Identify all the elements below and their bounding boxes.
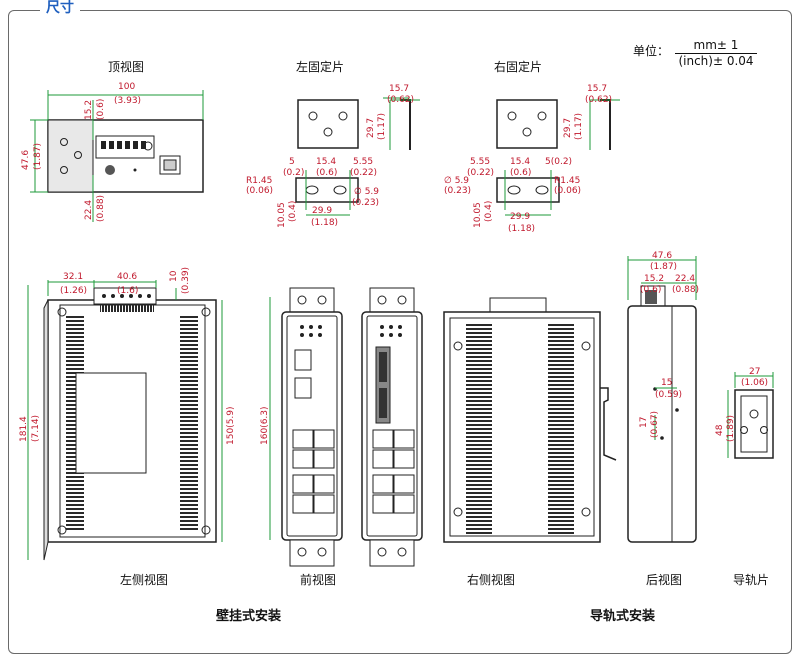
unit-label: 单位： (633, 44, 670, 58)
dim-lb-thick-inch: (0.62) (387, 95, 414, 105)
rail-clip-view: 27 (1.06) 48 (1.89) (715, 367, 774, 459)
dim-rear-15: 15 (661, 378, 672, 388)
dim-lb-5-inch: (0.2) (283, 168, 304, 178)
sheet-frame (8, 10, 792, 654)
dim-ls-1814: 181.4 (19, 416, 29, 442)
dim-rear-152-inch: (0.6) (640, 285, 661, 295)
dim-ls-10: 10 (169, 270, 179, 282)
dim-rear-476: 47.6 (652, 251, 672, 261)
dim-rear-15-inch: (0.59) (655, 390, 682, 400)
label-wall-mount: 壁挂式安装 (216, 609, 282, 624)
dim-ls-406-inch: (1.6) (117, 286, 138, 296)
section-title: 尺寸 (40, 0, 80, 16)
dim-rear-17: 17 (639, 417, 649, 428)
dim-top-a: 15.2 (84, 100, 94, 120)
label-rail-clip: 导轨片 (733, 573, 770, 587)
dim-top-b: 22.4 (84, 200, 94, 220)
dim-rail-48: 48 (715, 424, 725, 436)
dim-ls-321: 32.1 (63, 272, 83, 282)
dim-rb-height: 29.7 (563, 118, 573, 138)
dim-lb-154: 15.4 (316, 157, 336, 167)
dim-lb-height: 29.7 (366, 118, 376, 138)
dim-top-width-inch: (3.93) (114, 96, 141, 106)
dim-rb-5: 5(0.2) (545, 157, 572, 167)
dim-rb-154-inch: (0.6) (510, 168, 531, 178)
label-right-side-view: 右侧视图 (467, 573, 516, 587)
dim-rb-height-inch: (1.17) (574, 113, 584, 140)
dim-rb-radius: R1.45 (554, 176, 580, 186)
dim-ls-406: 40.6 (117, 272, 137, 282)
dim-lb-dia-inch: (0.23) (352, 198, 379, 208)
dim-top-a-inch: (0.6) (96, 99, 106, 120)
dim-rear-224: 22.4 (675, 274, 695, 284)
front-view-a: 160(6.3) (260, 287, 343, 567)
right-side-view (443, 297, 617, 543)
rear-view: 47.6 (1.87) 15.2 (0.6) 22.4 (0.88) 15 (0… (627, 251, 699, 543)
dim-lb-555: 5.55 (353, 157, 373, 167)
dim-lb-dia: ∅ 5.9 (354, 187, 379, 197)
dim-rb-299-inch: (1.18) (508, 224, 535, 234)
dim-rb-1005-inch: (0.4) (484, 201, 494, 222)
dim-rear-224-inch: (0.88) (672, 285, 699, 295)
dim-ls-10-inch: (0.39) (181, 267, 191, 294)
label-top-view: 顶视图 (108, 60, 145, 74)
dim-ls-150: 150(5.9) (226, 406, 236, 445)
label-rear-view: 后视图 (646, 573, 683, 587)
dim-ls-1814-inch: (7.14) (31, 415, 41, 442)
front-view-b (361, 287, 423, 567)
dim-rear-152: 15.2 (644, 274, 664, 284)
dim-rb-555-inch: (0.22) (467, 168, 494, 178)
dim-rb-radius-inch: (0.06) (554, 186, 581, 196)
dim-lb-299: 29.9 (312, 206, 332, 216)
dim-lb-radius: R1.45 (246, 176, 272, 186)
dim-rail-27: 27 (749, 367, 760, 377)
dim-lb-thick: 15.7 (389, 84, 409, 94)
dim-rail-27-inch: (1.06) (741, 378, 768, 388)
dim-rail-48-inch: (1.89) (726, 415, 736, 442)
dim-lb-154-inch: (0.6) (316, 168, 337, 178)
label-left-side-view: 左侧视图 (120, 573, 169, 587)
dim-rb-299: 29.9 (510, 212, 530, 222)
dim-rb-1005: 10.05 (473, 202, 483, 228)
dim-lb-height-inch: (1.17) (377, 113, 387, 140)
label-front-view: 前视图 (300, 573, 337, 587)
dim-rb-dia-inch: (0.23) (444, 186, 471, 196)
dim-rear-476-inch: (1.87) (650, 262, 677, 272)
dim-lb-299-inch: (1.18) (311, 218, 338, 228)
dim-ls-321-inch: (1.26) (60, 286, 87, 296)
dim-rear-17-inch: (0.67) (650, 411, 660, 438)
dim-rb-thick: 15.7 (587, 84, 607, 94)
unit-legend: 单位： mm± 1 (inch)± 0.04 (633, 38, 757, 68)
dim-lb-1005: 10.05 (277, 202, 287, 228)
left-bracket-drawing: 15.7 (0.62) 29.7 (1.17) 5 (0.2) 15.4 (0.… (246, 84, 420, 228)
left-side-view: 32.1 (1.26) 40.6 (1.6) 10 (0.39) 181.4 (… (19, 267, 236, 561)
dim-top-b-inch: (0.88) (96, 195, 106, 222)
top-view: 100 (3.93) 47.6 (1.87) 15.2 (0.6) 22.4 (… (21, 82, 204, 222)
unit-numerator: mm± 1 (675, 38, 757, 54)
unit-fraction: mm± 1 (inch)± 0.04 (675, 38, 757, 69)
unit-denominator: (inch)± 0.04 (678, 54, 754, 68)
dim-rb-thick-inch: (0.62) (585, 95, 612, 105)
label-right-bracket: 右固定片 (494, 60, 543, 74)
label-left-bracket: 左固定片 (296, 60, 345, 74)
dim-rb-dia: ∅ 5.9 (444, 176, 469, 186)
dim-rb-154: 15.4 (510, 157, 530, 167)
dim-top-height-inch: (1.87) (33, 143, 43, 170)
dim-lb-5: 5 (289, 157, 295, 167)
dim-top-height: 47.6 (21, 150, 31, 170)
dim-lb-1005-inch: (0.4) (288, 201, 298, 222)
dim-lb-555-inch: (0.22) (350, 168, 377, 178)
label-din-mount: 导轨式安装 (590, 609, 656, 624)
dim-front-160: 160(6.3) (260, 406, 270, 445)
dim-lb-radius-inch: (0.06) (246, 186, 273, 196)
dim-rb-555: 5.55 (470, 157, 490, 167)
right-bracket-drawing: 15.7 (0.62) 29.7 (1.17) 5.55 (0.22) 15.4… (444, 84, 620, 234)
dim-top-width: 100 (118, 82, 135, 92)
